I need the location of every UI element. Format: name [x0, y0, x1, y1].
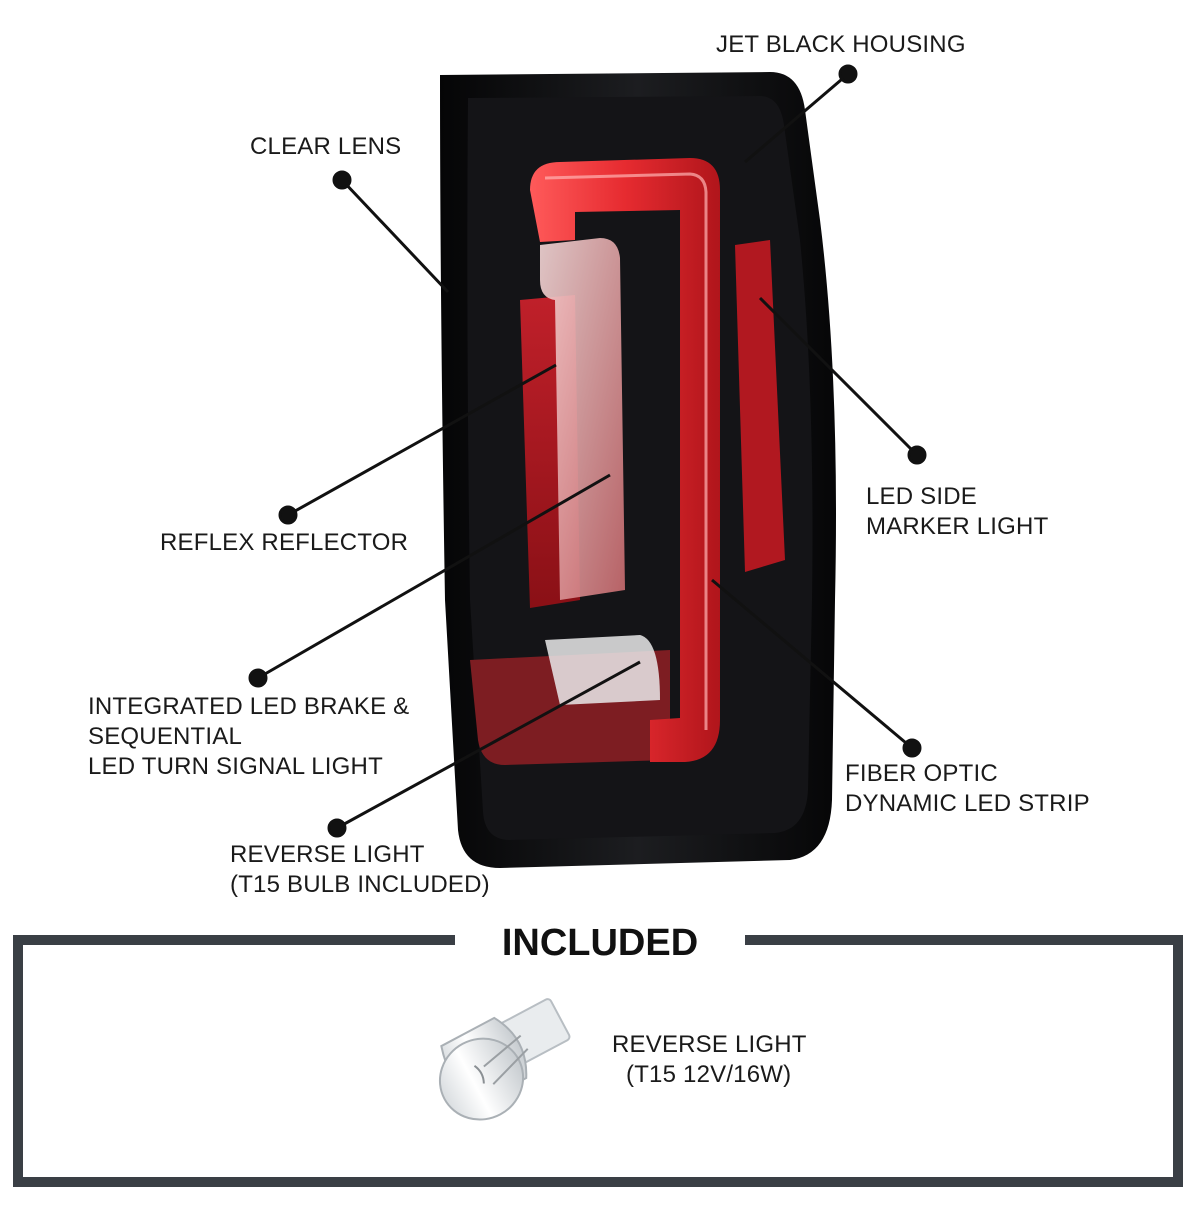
dot-side-marker: [907, 445, 927, 465]
leader-lines: [248, 64, 927, 838]
label-included-bulb-line2: (T15 12V/16W): [626, 1061, 792, 1088]
label-reflex-reflector: REFLEX REFLECTOR: [160, 529, 409, 556]
leader-brake: [257, 473, 611, 680]
brake-lens: [540, 238, 625, 600]
side-marker-lens: [735, 240, 785, 572]
label-included-bulb: REVERSE LIGHT (T15 12V/16W): [612, 1030, 807, 1090]
label-clear-lens: CLEAR LENS: [250, 133, 402, 160]
leader-reflex: [287, 363, 557, 517]
label-reverse-light-line1: REVERSE LIGHT: [230, 841, 425, 868]
label-fiber-optic: FIBER OPTIC DYNAMIC LED STRIP: [845, 759, 1090, 819]
label-integrated-led-line2: SEQUENTIAL: [88, 723, 243, 750]
leader-fiber: [711, 578, 913, 750]
label-jet-black-housing: JET BLACK HOUSING: [716, 31, 966, 58]
label-integrated-led-line1: INTEGRATED LED BRAKE &: [88, 693, 410, 720]
dot-brake: [248, 668, 268, 688]
included-title: INCLUDED: [455, 918, 745, 968]
leader-side-marker: [758, 296, 919, 457]
strip-highlight: [544, 172, 708, 730]
leader-clear-lens: [340, 178, 450, 294]
reverse-clear: [545, 635, 660, 705]
label-included-bulb-line1: REVERSE LIGHT: [612, 1031, 807, 1058]
label-led-side-marker: LED SIDE MARKER LIGHT: [866, 482, 1048, 542]
leader-housing: [744, 72, 849, 164]
fiber-optic-strip: [530, 158, 720, 762]
label-reverse-light-line2: (T15 BULB INCLUDED): [230, 871, 490, 898]
dot-housing: [838, 64, 858, 84]
label-fiber-optic-line1: FIBER OPTIC: [845, 760, 998, 787]
label-led-side-marker-line2: MARKER LIGHT: [866, 513, 1049, 540]
dot-reflex: [278, 505, 298, 525]
tail-light-image: [440, 72, 836, 868]
dot-fiber: [902, 738, 922, 758]
dot-reverse: [327, 818, 347, 838]
label-integrated-led: INTEGRATED LED BRAKE & SEQUENTIAL LED TU…: [88, 692, 409, 782]
label-reverse-light: REVERSE LIGHT (T15 BULB INCLUDED): [230, 840, 490, 900]
label-fiber-optic-line2: DYNAMIC LED STRIP: [845, 790, 1090, 817]
included-frame: [13, 935, 1183, 1187]
label-integrated-led-line3: LED TURN SIGNAL LIGHT: [88, 753, 383, 780]
label-led-side-marker-line1: LED SIDE: [866, 483, 977, 510]
t15-bulb-icon: [438, 998, 571, 1121]
leader-reverse: [336, 660, 641, 830]
dot-clear-lens: [332, 170, 352, 190]
